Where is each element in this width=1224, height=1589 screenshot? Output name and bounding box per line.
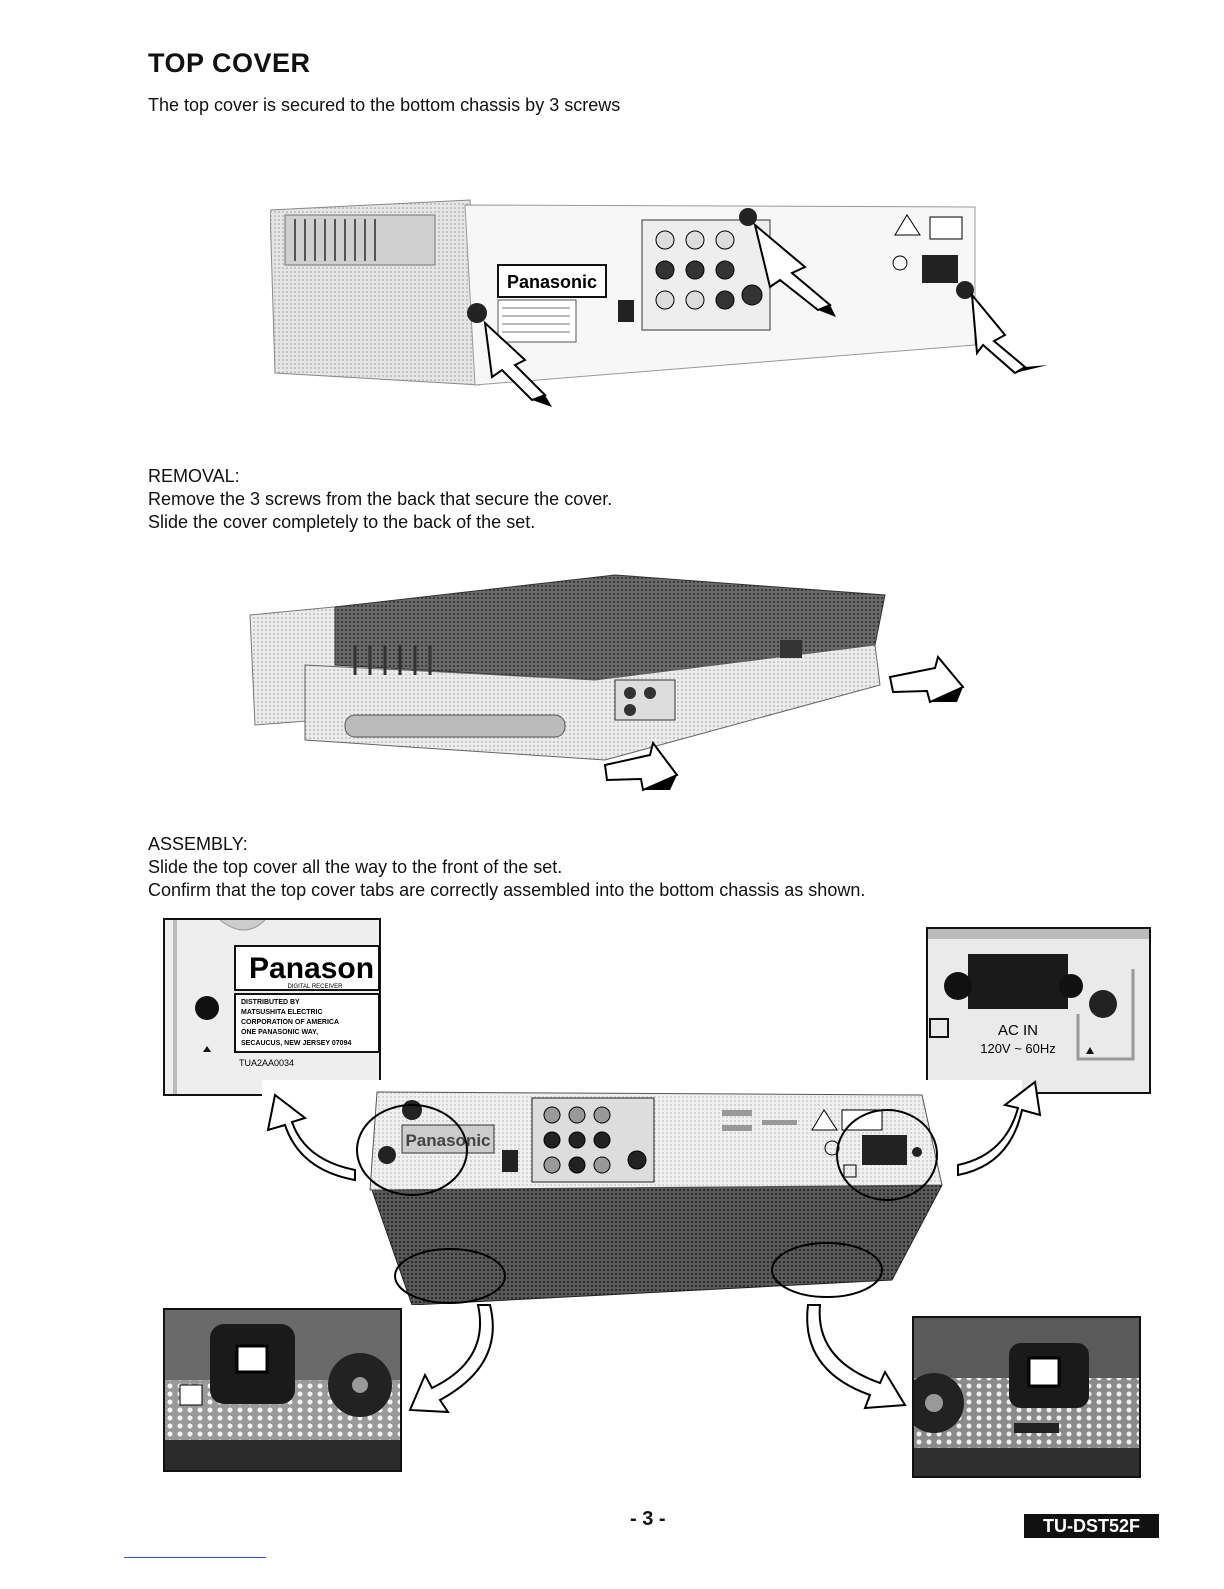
brand-label-partial: Panason	[249, 952, 374, 985]
footer-rule	[124, 1557, 266, 1558]
brand-label-2: Panasonic	[405, 1131, 490, 1150]
removal-heading: REMOVAL:	[148, 466, 240, 486]
assembly-step-1: Slide the top cover all the way to the f…	[148, 857, 563, 877]
brand-label-1: Panasonic	[507, 272, 597, 292]
model-badge: TU-DST52F	[1024, 1514, 1159, 1538]
part-number: TUA2AA0034	[239, 1058, 294, 1068]
dist-line-5: SECAUCUS, NEW JERSEY 07094	[241, 1040, 351, 1047]
photo-unit-rear-overview: Panasonic	[262, 1080, 1022, 1306]
assembly-heading: ASSEMBLY:	[148, 834, 248, 854]
dist-line-4: ONE PANASONIC WAY,	[241, 1029, 318, 1036]
assembly-step-2: Confirm that the top cover tabs are corr…	[148, 880, 866, 900]
photo-cover-slide	[245, 565, 985, 805]
intro-text: The top cover is secured to the bottom c…	[148, 95, 621, 115]
inset-ac-detail: AC IN 120V ~ 60Hz	[926, 927, 1151, 1094]
inset-tab-left	[163, 1308, 402, 1472]
receiver-label: DIGITAL RECEIVER	[287, 984, 343, 990]
page-number: - 3 -	[630, 1508, 666, 1530]
ac-rating-label: 120V ~ 60Hz	[980, 1041, 1056, 1056]
removal-step-1: Remove the 3 screws from the back that s…	[148, 489, 613, 509]
ac-in-label: AC IN	[998, 1022, 1038, 1039]
dist-line-3: CORPORATION OF AMERICA	[241, 1019, 339, 1026]
photo-rear-screws: Panasonic	[269, 195, 1060, 410]
dist-line-2: MATSUSHITA ELECTRIC	[241, 1009, 323, 1016]
inset-label-detail: Panason DIGITAL RECEIVER DISTRIBUTED BY …	[163, 918, 381, 1096]
page-title: TOP COVER	[148, 48, 311, 78]
inset-tab-right	[912, 1316, 1141, 1478]
removal-step-2: Slide the cover completely to the back o…	[148, 512, 536, 532]
dist-line-1: DISTRIBUTED BY	[241, 999, 300, 1006]
